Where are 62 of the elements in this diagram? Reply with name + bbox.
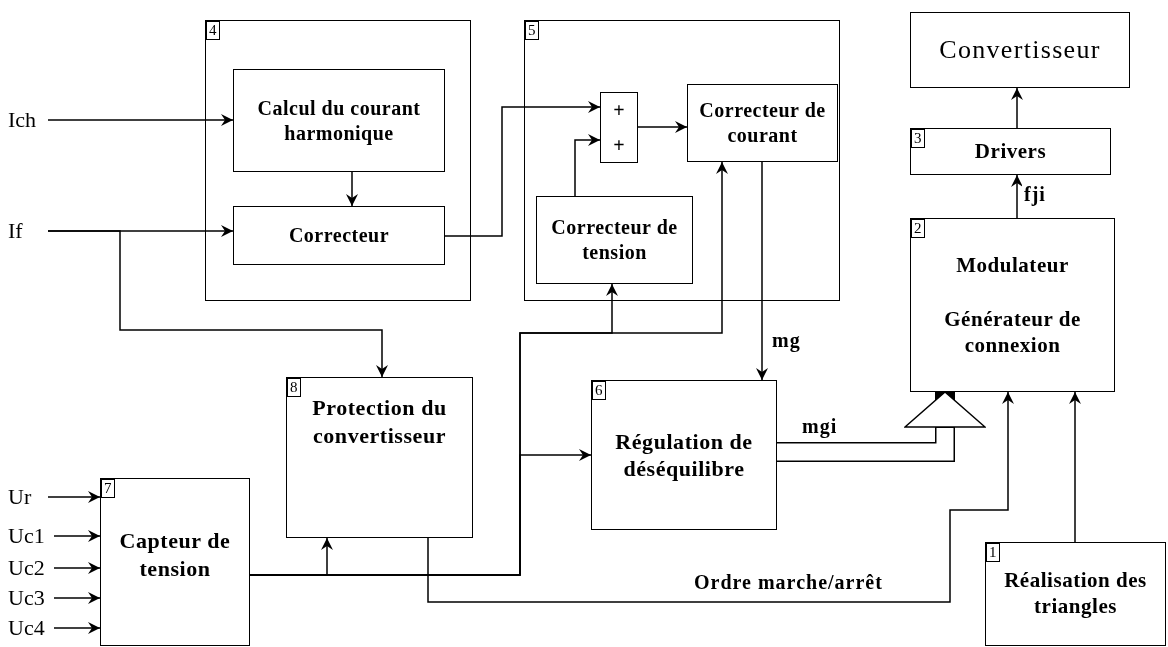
block-label: Correcteur — [288, 223, 390, 248]
signal-label: Uc2 — [8, 554, 54, 582]
signal-label: If — [8, 217, 48, 245]
group-frame — [205, 20, 471, 301]
plus-sign: + — [613, 100, 625, 121]
signal-label: Ich — [8, 106, 48, 134]
arrow — [574, 134, 601, 197]
process-box — [233, 69, 445, 172]
block-label: Générateur de connexion — [943, 305, 1082, 359]
block-label: Convertisseur — [939, 33, 1101, 66]
arrow — [53, 592, 101, 604]
block-number: 6 — [592, 381, 607, 400]
arrow — [53, 562, 101, 574]
process-box — [910, 218, 1115, 392]
arrow — [47, 230, 388, 378]
process-box — [910, 128, 1111, 175]
block-label: Modulateur — [956, 251, 1069, 278]
process-box — [985, 542, 1166, 646]
block-label: Calcul du courant harmonique — [256, 95, 422, 146]
block-number: 5 — [525, 21, 539, 40]
block-number: 1 — [986, 543, 1001, 562]
arrow — [53, 530, 101, 542]
signal-label: Ur — [8, 483, 48, 511]
group-frame — [524, 20, 840, 301]
plus-sign: + — [613, 134, 625, 155]
process-box — [536, 196, 693, 284]
arrow — [47, 114, 234, 126]
block-label: Correcteur de tension — [550, 215, 679, 265]
process-box — [591, 380, 777, 530]
arrow — [756, 161, 768, 381]
block-number: 7 — [101, 479, 116, 498]
process-box — [910, 12, 1130, 88]
block-number: 4 — [206, 21, 220, 40]
process-box — [233, 206, 445, 265]
signal-label: Uc3 — [8, 584, 54, 612]
arrow — [427, 391, 1014, 603]
block-label: Correcteur de courant — [698, 98, 827, 148]
process-box — [286, 377, 473, 538]
arrow — [53, 622, 101, 634]
arrow — [1069, 391, 1081, 543]
arrow — [346, 171, 358, 207]
block-arrow — [777, 391, 986, 462]
signal-label: Uc1 — [8, 522, 54, 550]
arrow — [637, 121, 688, 133]
arrow — [1011, 87, 1023, 129]
process-box — [100, 478, 250, 646]
arrow — [444, 101, 601, 237]
block-number: 2 — [911, 219, 926, 238]
block-label: Réalisation des triangles — [1003, 567, 1148, 620]
summing-block — [600, 92, 638, 163]
block-number: 8 — [287, 378, 302, 397]
process-box — [687, 84, 838, 162]
edge-label: fji — [1022, 184, 1048, 204]
block-label: Protection du convertisseur — [311, 394, 448, 449]
arrow — [47, 491, 101, 503]
block-number: 3 — [911, 129, 926, 148]
block-label: Drivers — [974, 138, 1047, 165]
block-label: Régulation de déséquilibre — [614, 427, 754, 483]
block-label: Capteur de tension — [118, 527, 232, 582]
arrow — [1011, 174, 1023, 219]
signal-label: Uc4 — [8, 614, 54, 642]
edge-label: Ordre marche/arrêt — [692, 572, 885, 592]
